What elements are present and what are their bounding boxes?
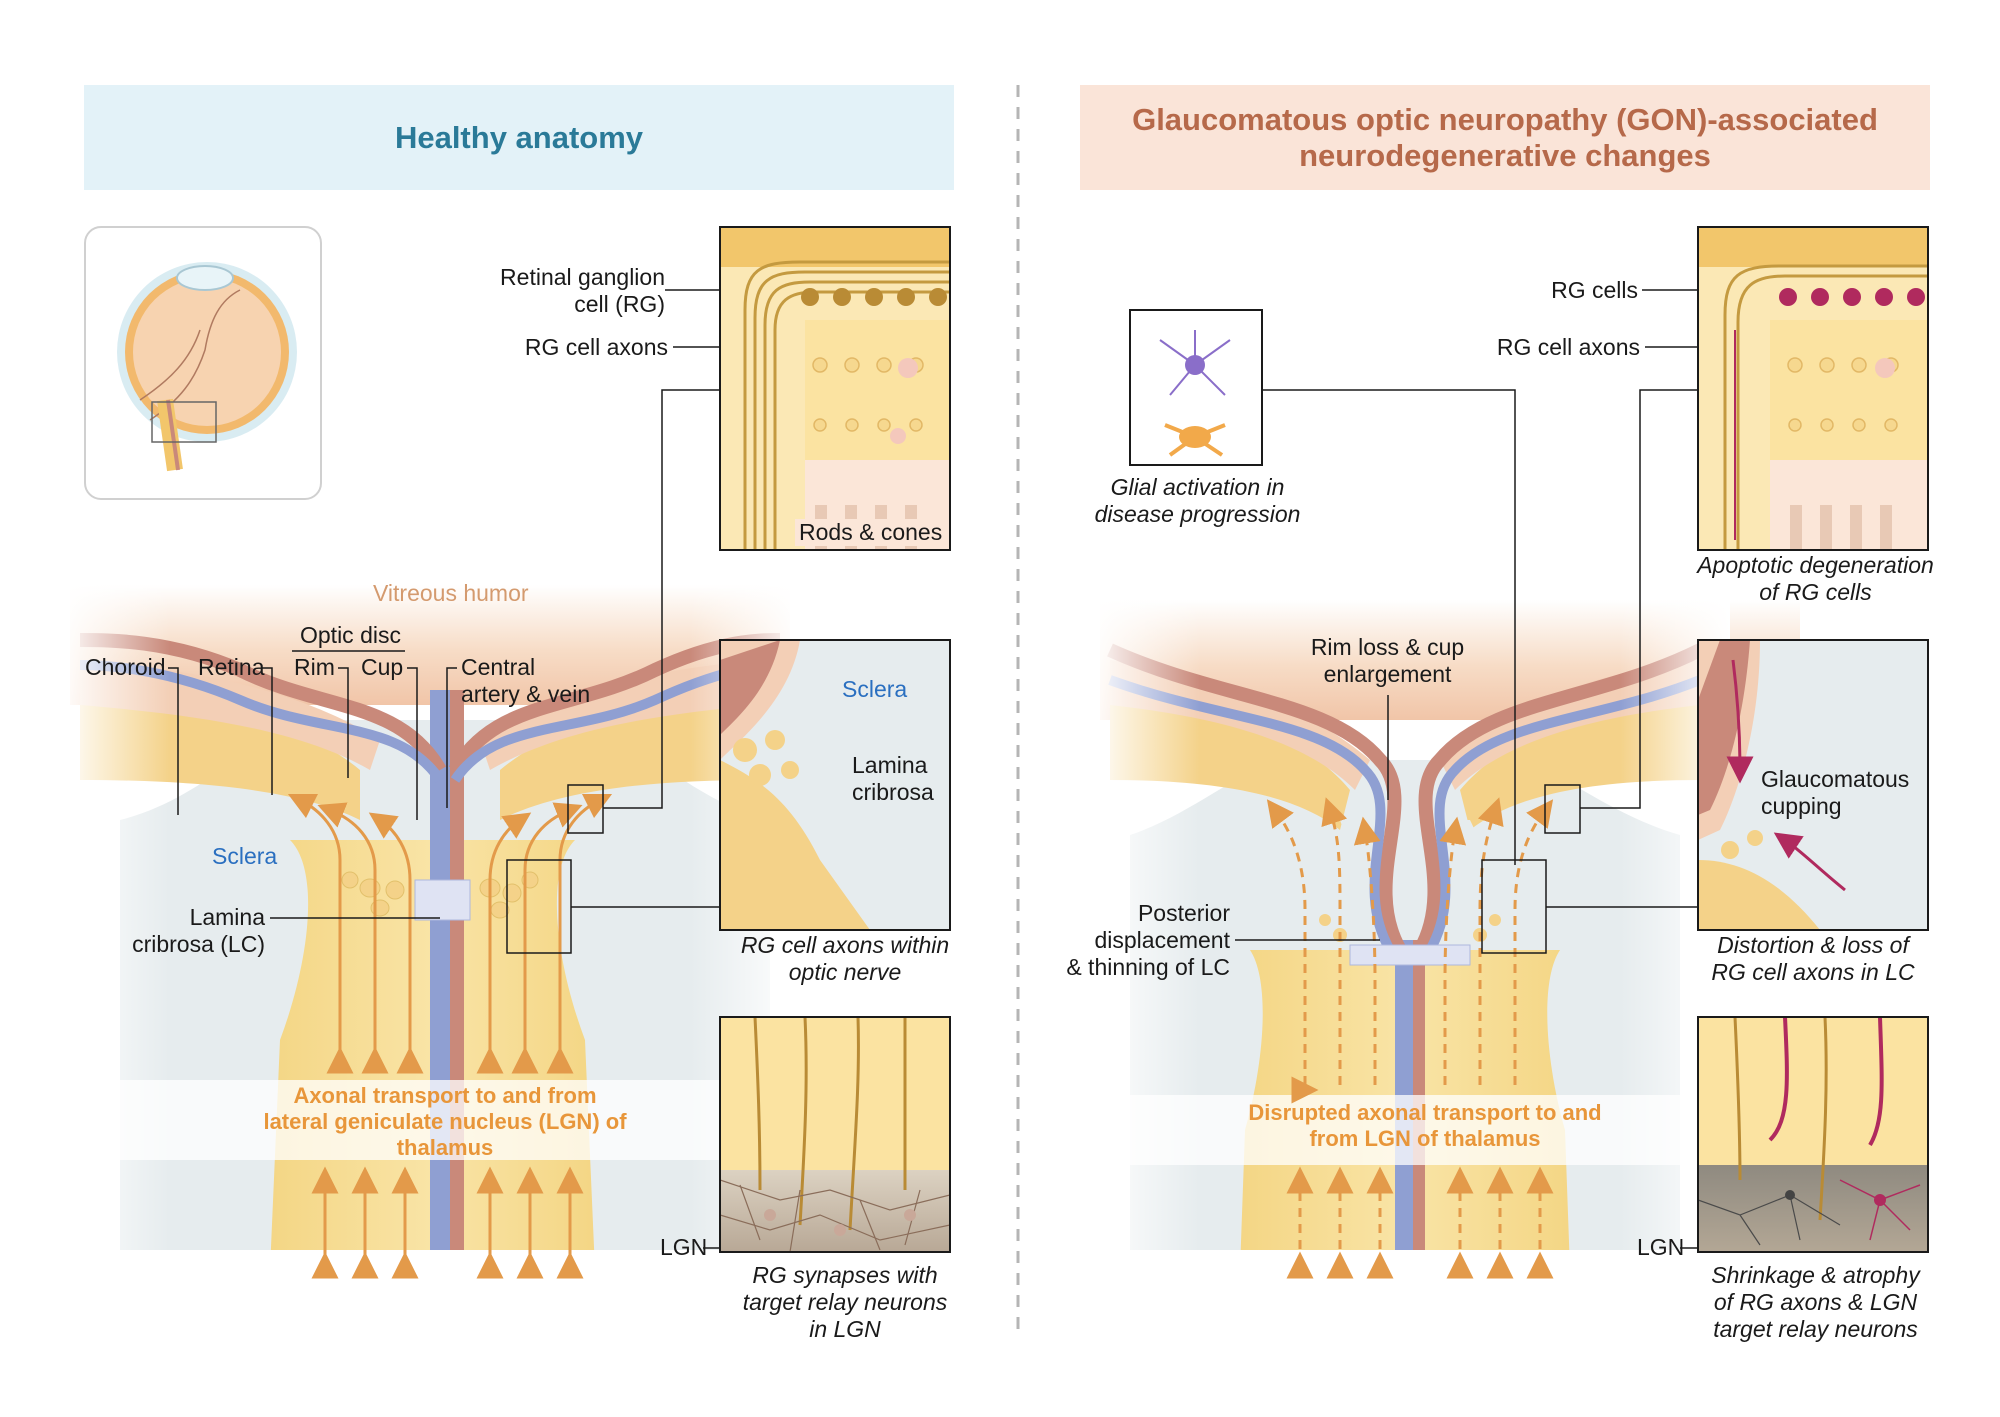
inset-retina-gon-frame — [1697, 226, 1929, 551]
gon-rg-axons-label: RG cell axons — [1496, 334, 1640, 360]
inset-lamina-label: Lamina cribrosa — [848, 752, 938, 806]
rim-loss-label: Rim loss & cup enlargement — [1310, 634, 1465, 687]
gon-header-box — [1080, 85, 1930, 190]
inset-lamina-healthy — [720, 640, 950, 930]
central-vessels-label: Central artery & vein — [461, 654, 591, 707]
caption-lgn-synapses: RG synapses with target relay neurons in… — [742, 1262, 948, 1342]
vitreous-humor-label: Vitreous humor — [373, 580, 529, 606]
inset-cupping-gon-frame — [1697, 639, 1929, 931]
glial-box — [1129, 309, 1263, 466]
choroid-label: Choroid — [85, 654, 166, 680]
lgn-label-healthy: LGN — [660, 1234, 708, 1260]
inset-lgn-gon — [1698, 1017, 1928, 1252]
caption-shrinkage: Shrinkage & atrophy of RG axons & LGN ta… — [1711, 1262, 1920, 1342]
healthy-transport-arrows — [287, 793, 613, 1279]
eye-thumbnail — [84, 226, 322, 500]
inset-lgn-healthy — [720, 1017, 950, 1252]
sclera-label: Sclera — [212, 843, 278, 869]
glaucomatous-cupping-label: Glaucomatous cupping — [1757, 766, 1914, 820]
glial-caption: Glial activation in disease progression — [1094, 474, 1301, 527]
rg-cell-label: Retinal ganglion cell (RG) — [500, 264, 665, 317]
inset-lgn-gon-frame — [1697, 1016, 1929, 1253]
healthy-header-title: Healthy anatomy — [394, 119, 644, 155]
gon-transport-label: Disrupted axonal transport to and from L… — [1248, 1100, 1602, 1151]
inset-sclera-label: Sclera — [842, 676, 908, 702]
caption-apoptotic: Apoptotic degeneration of RG cells — [1697, 552, 1934, 605]
inset-retina-gon — [1698, 227, 1928, 550]
inset-retina-healthy — [720, 227, 950, 550]
gon-header-title: Glaucomatous optic neuropathy (GON)-asso… — [1132, 101, 1878, 173]
inset-lgn-healthy-frame — [719, 1016, 951, 1253]
rg-axons-label: RG cell axons — [524, 334, 668, 360]
inset-cupping-gon — [1698, 640, 1928, 930]
rg-cells-label: RG cells — [1551, 277, 1638, 303]
healthy-transport-label: Axonal transport to and from lateral gen… — [263, 1083, 627, 1160]
rim-label: Rim — [294, 654, 335, 680]
healthy-optic-nerve-head — [60, 580, 800, 1280]
lamina-cribrosa-label: Lamina cribrosa (LC) — [132, 904, 265, 957]
caption-distortion: Distortion & loss of RG cell axons in LC — [1711, 932, 1915, 985]
inset-retina-healthy-frame — [719, 226, 951, 551]
healthy-header-box — [84, 85, 954, 190]
inset-lamina-healthy-frame — [719, 639, 951, 931]
gon-optic-nerve-head — [1090, 590, 1800, 1290]
cup-label: Cup — [361, 654, 404, 680]
lgn-label-gon: LGN — [1637, 1234, 1685, 1260]
posterior-displacement-label: Posterior displacement & thinning of LC — [1066, 900, 1230, 980]
rods-cones-label: Rods & cones — [795, 519, 947, 546]
caption-axons-optic-nerve: RG cell axons within optic nerve — [740, 932, 950, 985]
gon-transport-arrows — [1266, 797, 1554, 1279]
retina-label: Retina — [198, 654, 265, 680]
optic-disc-label: Optic disc — [300, 622, 401, 648]
